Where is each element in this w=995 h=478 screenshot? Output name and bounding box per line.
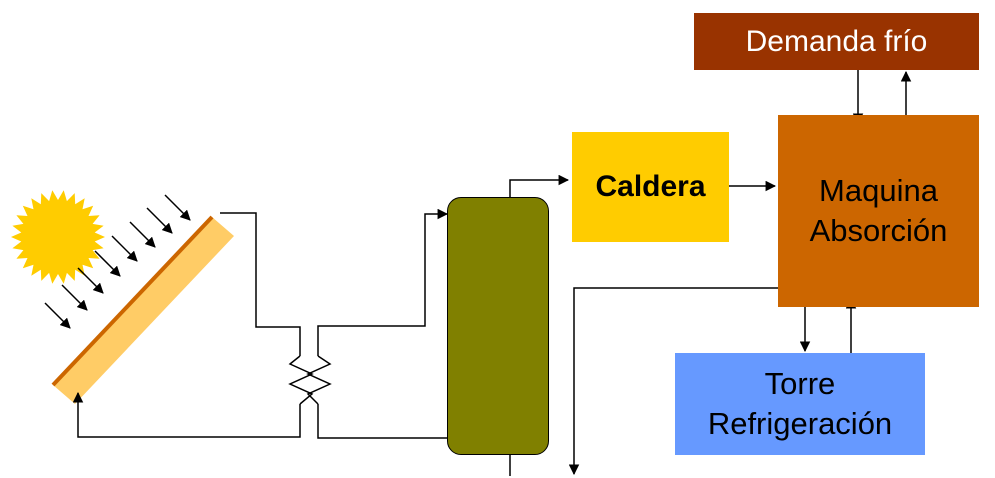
maquina-label-line-1: Maquina xyxy=(819,173,938,208)
demanda-frio-box: Demanda frío xyxy=(694,13,979,70)
sun-icon xyxy=(11,190,105,284)
torre-label-line-2: Refrigeración xyxy=(707,406,893,441)
tank-loop xyxy=(317,208,449,439)
radiation-arrow xyxy=(164,194,191,221)
caldera-label: Caldera xyxy=(595,170,706,203)
radiation-arrow xyxy=(94,250,121,277)
torre-label-line-1: Torre xyxy=(764,366,836,401)
demanda-frio-label: Demanda frío xyxy=(745,24,928,58)
torre-refrigeracion-box: Torre Refrigeración xyxy=(675,353,925,455)
storage-tank-icon xyxy=(447,197,549,455)
heat-exchanger-icon xyxy=(288,355,332,405)
radiation-arrow xyxy=(77,267,104,294)
radiation-arrow xyxy=(111,235,138,262)
radiation-arrow xyxy=(146,207,173,234)
maquina-return-line xyxy=(568,287,778,476)
maquina-label-line-2: Absorción xyxy=(809,213,948,248)
caldera-box: Caldera xyxy=(572,132,729,242)
radiation-arrow xyxy=(44,302,71,329)
radiation-arrows xyxy=(44,194,191,329)
sun-rays xyxy=(11,190,105,284)
collector-loop xyxy=(72,212,301,438)
radiation-arrow xyxy=(129,221,156,248)
maquina-absorcion-box: Maquina Absorción xyxy=(778,115,979,307)
radiation-arrow xyxy=(61,284,88,311)
tank-to-caldera-line xyxy=(509,174,570,197)
solar-collector-icon xyxy=(51,215,234,404)
